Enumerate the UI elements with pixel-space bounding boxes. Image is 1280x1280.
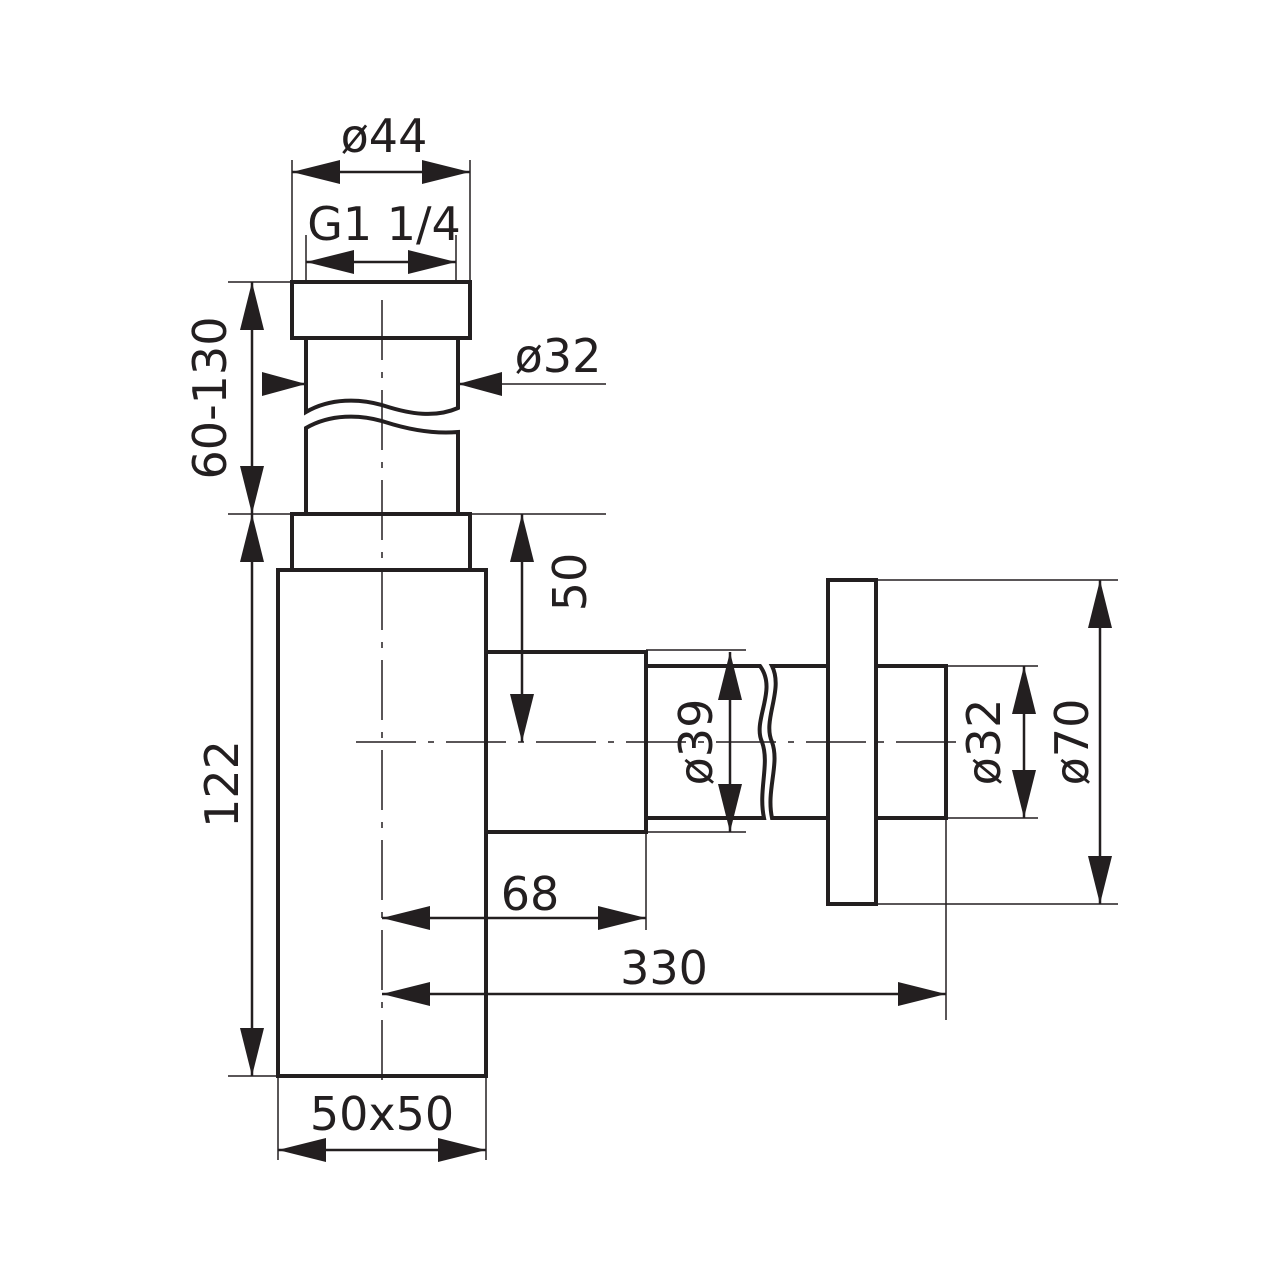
label-outlet-length: 68 xyxy=(501,867,560,921)
inlet-tube-lower xyxy=(304,414,460,512)
inlet-tube-upper xyxy=(304,338,460,416)
label-height-adjust: 60-130 xyxy=(183,317,237,480)
label-total-reach: 330 xyxy=(620,941,708,995)
label-outlet-offset: 50 xyxy=(543,553,597,612)
label-wall-pipe-diameter: ø32 xyxy=(957,699,1011,786)
label-outlet-pipe-diameter: ø39 xyxy=(669,699,723,786)
label-thread: G1 1/4 xyxy=(307,197,461,251)
top-cap xyxy=(290,280,472,340)
siphon-parts xyxy=(276,280,948,1078)
dimension-labels: ø44 G1 1/4 ø32 60-130 122 50 ø39 ø32 ø70… xyxy=(183,109,1099,1141)
center-lines xyxy=(356,300,960,1090)
label-body-section: 50x50 xyxy=(310,1087,454,1141)
label-rosette-diameter: ø70 xyxy=(1045,699,1099,786)
label-top-outer-diameter: ø44 xyxy=(341,109,428,163)
extension-lines xyxy=(228,160,1118,1160)
dimension-lines xyxy=(240,160,1112,1162)
body-collar xyxy=(290,512,472,572)
label-body-height: 122 xyxy=(195,740,249,828)
label-inlet-tube-diameter: ø32 xyxy=(515,329,602,383)
